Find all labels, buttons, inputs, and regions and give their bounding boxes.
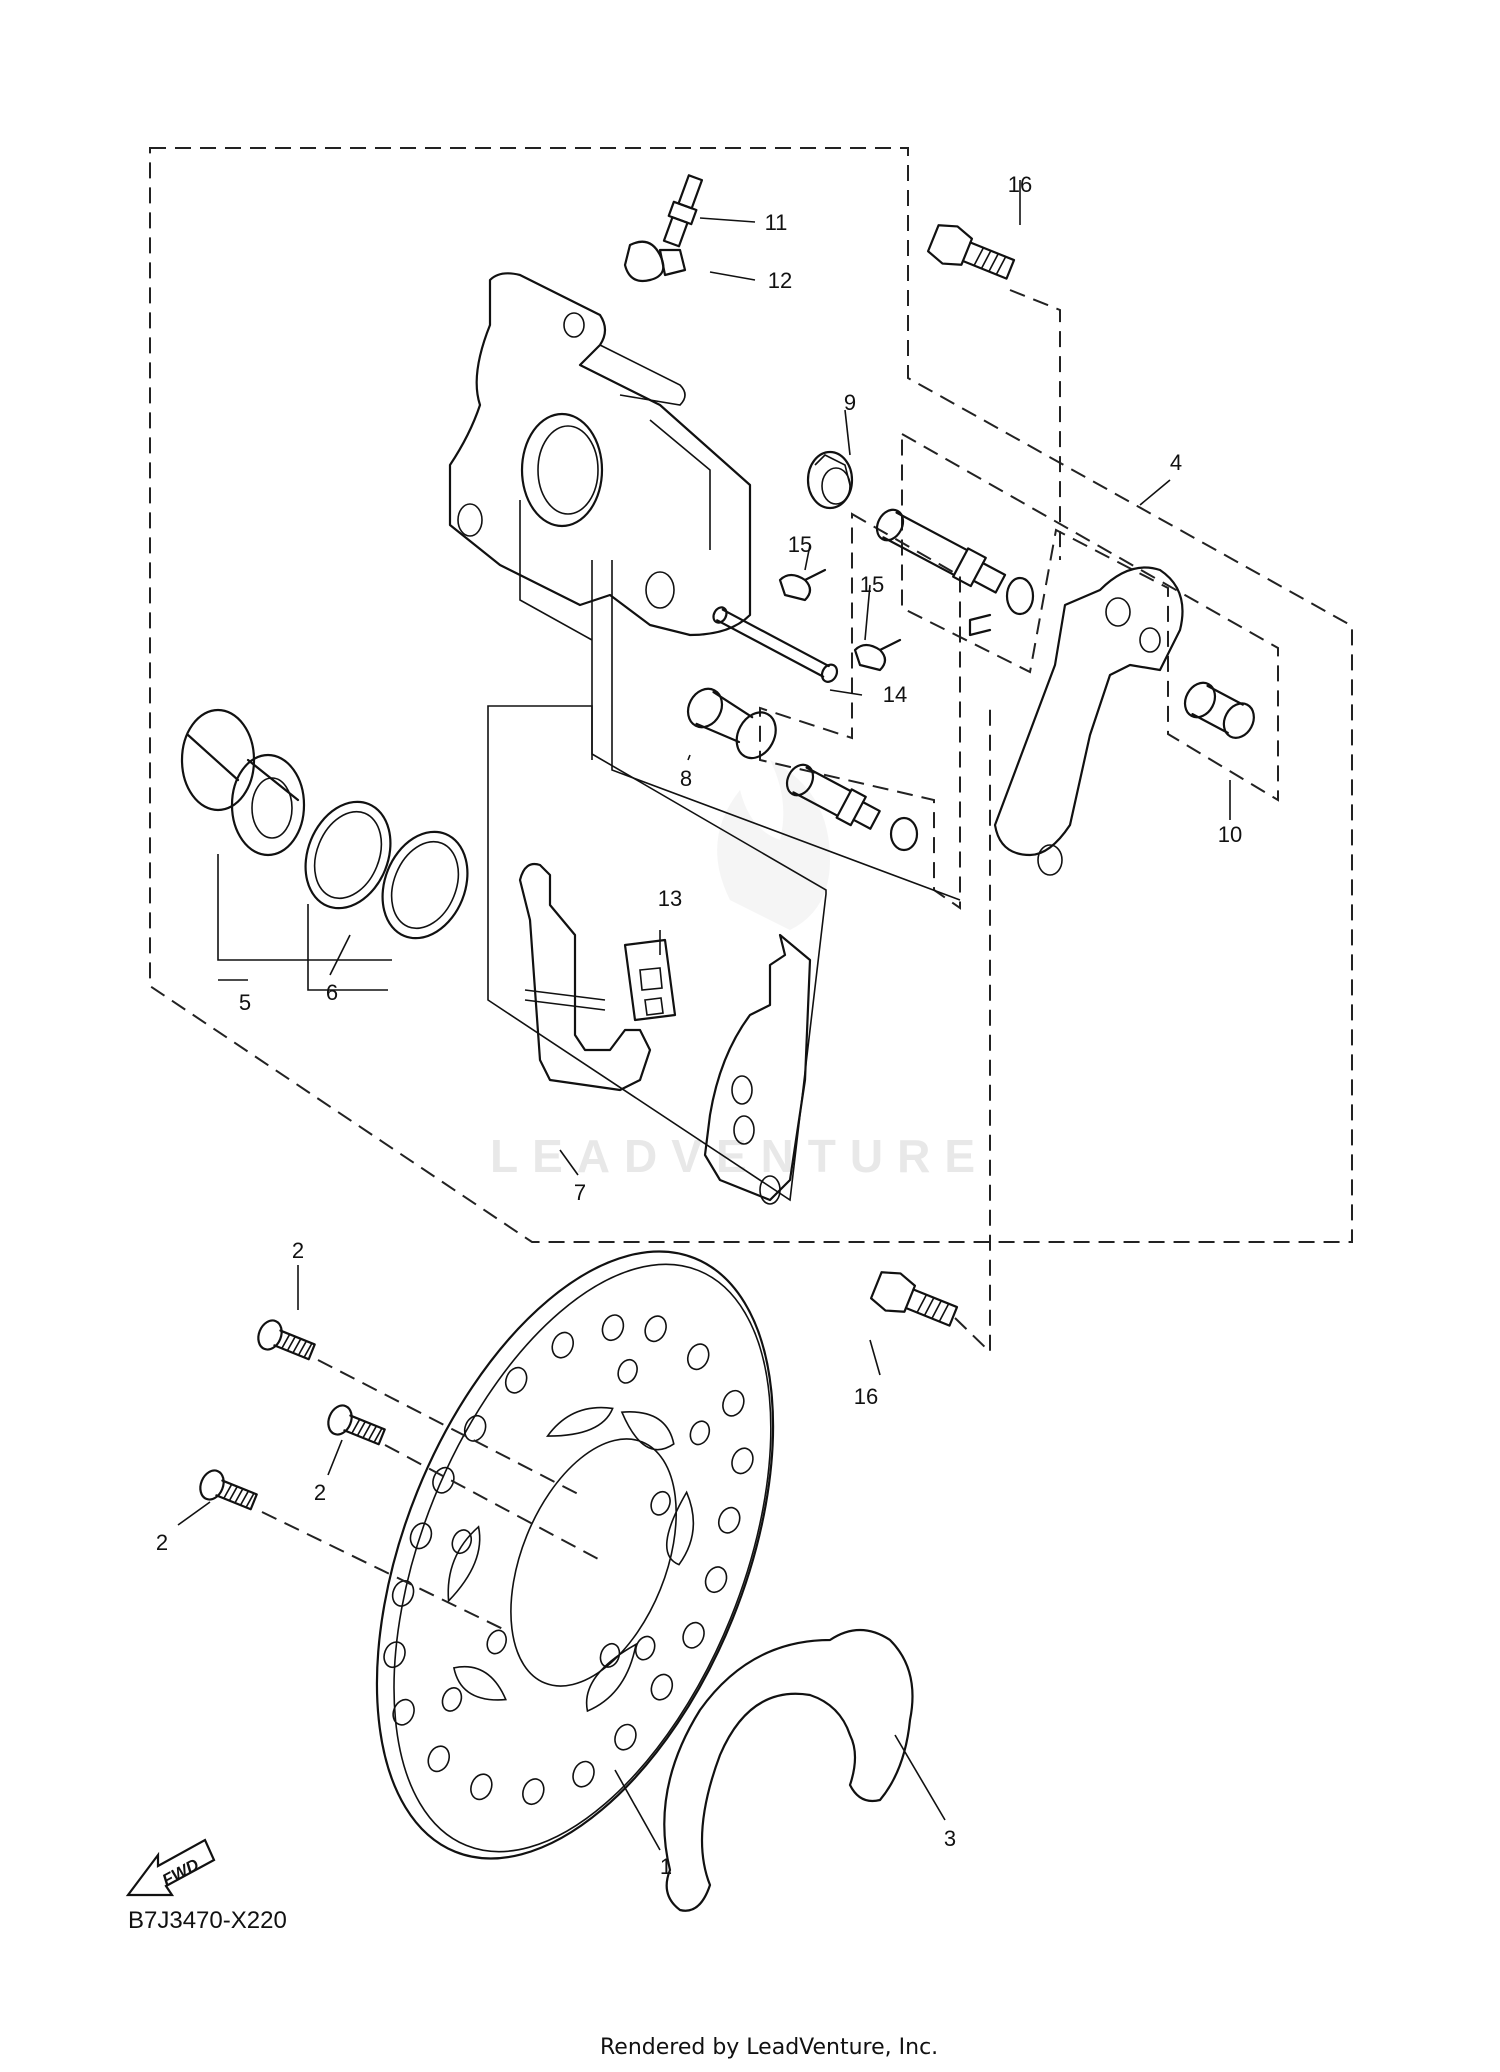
seal-group-bracket [217, 854, 392, 991]
bolt-alignment-line-2 [384, 1444, 601, 1561]
caliper-to-pads-line [591, 560, 961, 901]
disc-bolt-1[interactable] [254, 1317, 317, 1366]
callout-8: 8 [680, 766, 692, 791]
callout-11: 11 [765, 210, 788, 235]
watermark-text: LEADVENTURE [490, 1130, 989, 1182]
callout-16b: 16 [854, 1384, 878, 1409]
pad-pin[interactable] [710, 604, 839, 684]
dust-seal[interactable] [367, 819, 482, 951]
slide-pin-bolt[interactable] [680, 679, 784, 765]
callout-2b: 2 [314, 1480, 326, 1505]
caliper-leader-line [519, 500, 593, 641]
callout-14: 14 [883, 682, 907, 707]
bleed-cap[interactable] [623, 240, 687, 283]
bleed-screw[interactable] [660, 174, 706, 248]
callout-2c: 2 [156, 1530, 168, 1555]
callout-1: 1 [660, 1854, 672, 1879]
render-credit: Rendered by LeadVenture, Inc. [600, 2035, 938, 2060]
callout-4: 4 [1170, 450, 1182, 475]
callout-6: 6 [326, 980, 338, 1005]
callout-10: 10 [1218, 822, 1242, 847]
brake-pad-inner[interactable] [518, 862, 652, 1092]
piston-seal[interactable] [290, 789, 405, 921]
callout-5: 5 [239, 990, 251, 1015]
callout-13: 13 [658, 886, 682, 911]
callout-2a: 2 [292, 1238, 304, 1263]
brake-pad-outer[interactable] [703, 933, 812, 1202]
caliper-bracket[interactable] [993, 566, 1184, 857]
slide-pin-lower[interactable] [782, 760, 883, 834]
bracket-mount-bolt-lower[interactable] [869, 1267, 961, 1335]
callout-7: 7 [574, 1180, 586, 1205]
assembly-outline-bracket [901, 433, 1279, 802]
slide-pin[interactable] [872, 505, 1008, 598]
bolt16-lower-path [954, 708, 991, 1355]
pad-pin-clip-2[interactable] [853, 638, 902, 672]
bolt-alignment-line-1 [317, 1359, 581, 1496]
bolt-alignment-line-3 [261, 1511, 506, 1631]
callout-16a: 16 [1008, 172, 1032, 197]
bracket-mount-bolt-upper[interactable] [926, 220, 1018, 288]
callout-12: 12 [768, 268, 792, 293]
caliper-body[interactable] [448, 272, 752, 637]
watermark-logo [717, 760, 830, 930]
callout-9: 9 [844, 390, 856, 415]
disc-bolt-2[interactable] [324, 1402, 387, 1451]
leader-lines [177, 180, 1231, 1851]
disc-bolt-3[interactable] [196, 1467, 259, 1516]
boot[interactable] [806, 450, 854, 510]
fwd-arrow-icon: FWD [125, 1838, 216, 1897]
lock-washer[interactable] [968, 576, 1035, 637]
assembly-outline-pin [759, 512, 961, 910]
piston[interactable] [180, 708, 306, 857]
pad-pin-clip-1[interactable] [778, 568, 827, 602]
callout-3: 3 [944, 1826, 956, 1851]
bolt16-upper-path [1009, 289, 1061, 560]
brake-disc[interactable] [298, 1195, 853, 1916]
pad-group-outline [487, 705, 827, 1202]
pad-shim[interactable] [623, 938, 677, 1022]
callout-15a: 15 [788, 532, 812, 557]
diagram-code: B7J3470-X220 [128, 1907, 287, 1934]
callout-15b: 15 [860, 572, 884, 597]
bracket-bolt[interactable] [1179, 678, 1259, 744]
assembly-outline-main [149, 147, 1353, 1243]
washer[interactable] [889, 816, 919, 852]
disc-guard[interactable] [663, 1629, 914, 1912]
